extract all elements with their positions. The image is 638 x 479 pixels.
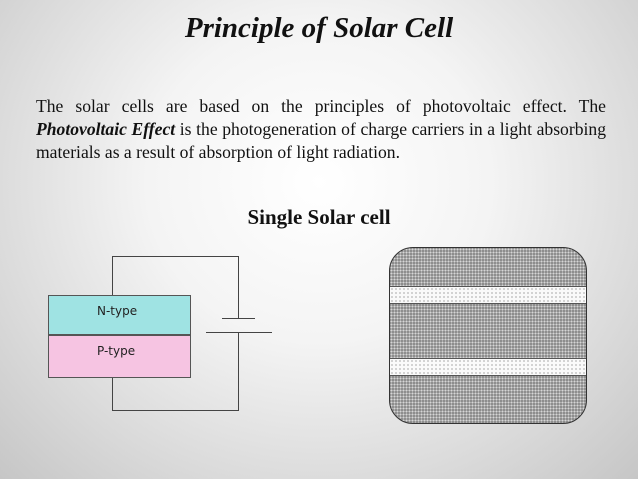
panel-stripe-bottom [390,358,586,376]
wire-left-upper [112,256,113,295]
slide-title: Principle of Solar Cell [184,12,454,44]
description-paragraph: The solar cells are based on the princip… [36,95,606,164]
photovoltaic-effect-term: Photovoltaic Effect [36,118,176,139]
wire-top [112,256,239,257]
wire-right-upper [238,256,239,318]
battery-plate-short [222,318,255,319]
wire-bottom [112,410,239,411]
solar-cell-panel [389,247,587,424]
panel-stripe-top [390,286,586,304]
battery-plate-long [206,332,272,333]
wire-right-lower [238,332,239,411]
p-type-layer: P-type [48,335,191,378]
paragraph-intro: The solar cells are based on the princip… [36,96,606,116]
p-type-label: P-type [97,344,136,358]
diagram-subtitle: Single Solar cell [247,205,391,229]
n-type-layer: N-type [48,295,191,335]
paragraph-rest: is the photogeneration of charge carrier… [36,118,606,162]
wire-left-lower [112,378,113,411]
n-type-label: N-type [97,304,138,318]
